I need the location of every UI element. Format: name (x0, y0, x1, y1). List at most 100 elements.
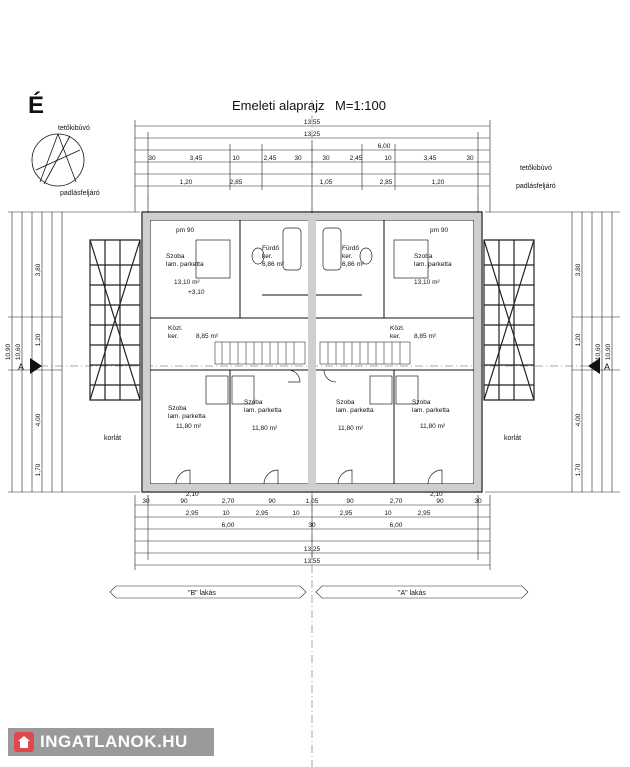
dim: 1,20 (575, 333, 582, 346)
room-name: Szoba (168, 405, 187, 412)
dim: 3,45 (424, 155, 437, 162)
drawing-scale: M=1:100 (335, 98, 386, 113)
room-floor: ker. (342, 253, 353, 260)
left-balcony (89, 239, 141, 401)
apartment-label-frames (109, 585, 529, 599)
room-name: Szoba (412, 399, 431, 406)
misc-label: pm 90 (176, 227, 194, 234)
dim: 1,05 (306, 498, 319, 505)
dim: 30 (322, 155, 330, 162)
dim: 2,95 (418, 510, 431, 517)
dim: 10 (384, 155, 392, 162)
room-floor: ker. (262, 253, 273, 260)
room-area: 6,86 m² (342, 261, 365, 268)
room-name: Közl. (168, 325, 183, 332)
top-dimension-texts: 13,55 13,25 30 3,45 10 2,45 30 6,00 30 2… (148, 119, 474, 186)
room-name: Közl. (390, 325, 405, 332)
furniture (195, 227, 429, 405)
dim: 3,45 (190, 155, 203, 162)
dim: 2,85 (230, 179, 243, 186)
right-balcony (483, 239, 535, 401)
dim: 90 (268, 498, 276, 505)
label-teto-left: tetőkibúvó (58, 125, 90, 132)
room-name: Szoba (414, 253, 433, 260)
dim: 13,55 (304, 558, 321, 565)
dim: 10,60 (595, 343, 602, 360)
dim: 10,60 (15, 343, 22, 360)
room-name: Szoba (244, 399, 263, 406)
room-area: 8,85 m² (414, 333, 437, 340)
dim: 2,70 (222, 498, 235, 505)
doors (175, 369, 443, 485)
dim: 30 (142, 498, 150, 505)
label-apt-b: "B" lakás (188, 590, 216, 597)
label-padlas-left: padlásfeljáró (60, 190, 100, 197)
room-name: Fürdő (342, 245, 359, 252)
dim: 30 (308, 522, 316, 529)
watermark-brand: INGATLANOK.HU (40, 732, 188, 751)
bottom-dimension-texts: 30 90 2,70 90 1,05 90 2,70 90 30 2,95 10… (142, 498, 482, 565)
dim: 10,90 (605, 343, 612, 360)
side-dimension-texts: 10,90 10,60 3,80 1,20 4,00 1,70 10,90 10… (5, 263, 612, 476)
dim: 10 (384, 510, 392, 517)
room-labels: Szoba lam. parketta 13,10 m² Fürdő ker. … (166, 227, 452, 498)
wall-fill (143, 213, 481, 491)
dim: 2,45 (350, 155, 363, 162)
dim: 6,00 (222, 522, 235, 529)
label-padlas-right: padlásfeljáró (516, 183, 556, 190)
watermark-logo: INGATLANOK.HU (8, 728, 214, 756)
room-floor: lam. parketta (168, 413, 206, 420)
side-dimension-lines (8, 211, 620, 493)
dim: 10,90 (5, 343, 12, 360)
dim: 30 (474, 498, 482, 505)
dim: 90 (346, 498, 354, 505)
label-korlat-left: korlát (104, 435, 121, 442)
interior-walls (150, 220, 474, 484)
north-compass (31, 133, 85, 187)
dim: 10 (222, 510, 230, 517)
section-label-right: A (604, 362, 610, 372)
dim: 90 (436, 498, 444, 505)
room-area: 6,86 m² (262, 261, 285, 268)
dim: 3,80 (575, 263, 582, 276)
section-markers (30, 358, 600, 374)
staircase (214, 341, 411, 365)
dim: 4,00 (575, 413, 582, 426)
dim: 30 (466, 155, 474, 162)
room-area: 11,80 m² (252, 425, 278, 432)
room-area: 11,80 m² (420, 423, 446, 430)
dim: 6,00 (390, 522, 403, 529)
drawing-title: Emeleti alaprajz (232, 98, 325, 113)
label-teto-right: tetőkibúvó (520, 165, 552, 172)
dim: 30 (148, 155, 156, 162)
room-area: 11,80 m² (338, 425, 364, 432)
room-floor: lam. parketta (414, 261, 452, 268)
dim: 2,95 (186, 510, 199, 517)
dim: 2,95 (256, 510, 269, 517)
dim: 10 (232, 155, 240, 162)
north-letter: É (28, 92, 45, 119)
section-label-left: A (18, 362, 24, 372)
label-apt-a: "A" lakás (398, 590, 426, 597)
room-floor: ker. (168, 333, 179, 340)
room-area: 8,85 m² (196, 333, 219, 340)
dim: 1,20 (180, 179, 193, 186)
misc-label: pm 90 (430, 227, 448, 234)
dim: 13,25 (304, 546, 321, 553)
dim: 1,20 (432, 179, 445, 186)
dim: 2,70 (390, 498, 403, 505)
dim-total: 13,55 (304, 119, 321, 126)
room-floor: lam. parketta (412, 407, 450, 414)
dim: 4,00 (35, 413, 42, 426)
dim: 30 (294, 155, 302, 162)
dim: 2,95 (340, 510, 353, 517)
dim: 1,20 (35, 333, 42, 346)
dim: 90 (180, 498, 188, 505)
dim-row2: 13,25 (304, 131, 321, 138)
dim: 1,70 (35, 463, 42, 476)
room-area: 11,80 m² (176, 423, 202, 430)
dim: 3,80 (35, 263, 42, 276)
room-floor: ker. (390, 333, 401, 340)
dim: 2,45 (264, 155, 277, 162)
